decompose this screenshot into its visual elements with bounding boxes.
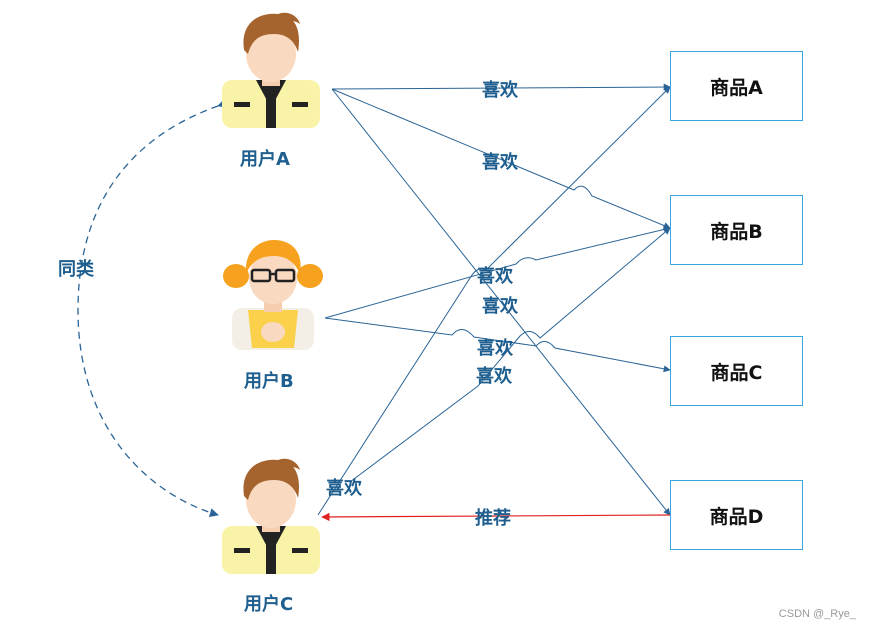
edge-label-like-3: 喜欢 (477, 338, 513, 359)
edge-label-similar: 同类 (58, 259, 94, 280)
edge-b-to-product-b (324, 226, 671, 319)
user-c-avatar (222, 458, 320, 574)
watermark: CSDN @_Rye_ (778, 608, 856, 620)
edge-b-to-product-c (324, 317, 671, 373)
edge-label-like-2: 喜欢 (482, 296, 518, 317)
user-b-avatar (223, 240, 323, 350)
user-a-avatar (222, 12, 320, 128)
edge-label-like-c: 喜欢 (326, 478, 362, 499)
edge-a-to-product-b (331, 88, 671, 229)
edge-label-recommend: 推荐 (475, 508, 511, 529)
product-c-node: 商品C (670, 336, 803, 406)
edge-c-to-product-b (349, 227, 671, 483)
edge-label-like-a-b: 喜欢 (482, 152, 518, 173)
edge-label-like-4: 喜欢 (476, 366, 512, 387)
user-a-label: 用户A (240, 149, 290, 170)
edge-label-like-a-a: 喜欢 (482, 80, 518, 101)
user-b-label: 用户B (244, 371, 294, 392)
edge-label-like-1: 喜欢 (477, 266, 513, 287)
user-c-label: 用户C (244, 594, 294, 615)
product-a-node: 商品A (670, 51, 803, 121)
edge-c-to-product-a (317, 86, 671, 516)
product-d-node: 商品D (670, 480, 803, 550)
product-b-node: 商品B (670, 195, 803, 265)
edge-recommend (321, 512, 671, 522)
edge-a-to-product-a (331, 83, 671, 91)
edge-similar (77, 98, 228, 518)
edge-a-to-product-d (331, 88, 671, 516)
